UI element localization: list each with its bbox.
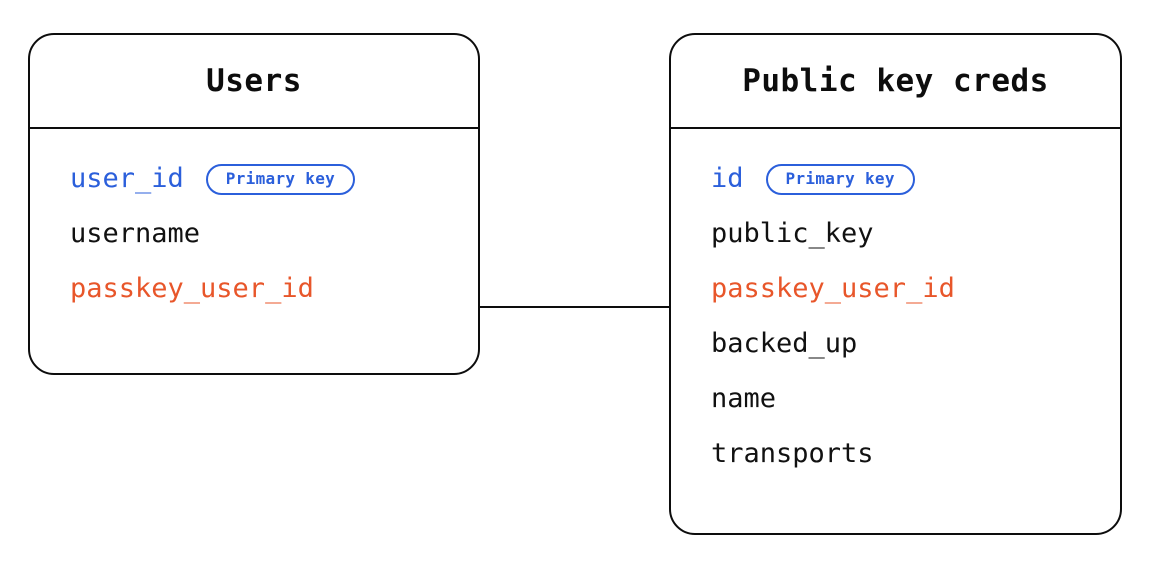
field-name-passkey-user-id: passkey_user_id: [70, 273, 314, 304]
field-row[interactable]: user_id Primary key: [30, 163, 478, 195]
field-row[interactable]: username: [30, 218, 478, 250]
field-row[interactable]: name: [671, 383, 1120, 415]
primary-key-badge: Primary key: [205, 163, 356, 195]
field-name-username: username: [70, 218, 201, 249]
field-name-transports: transports: [711, 438, 874, 469]
field-row[interactable]: transports: [671, 438, 1120, 470]
entity-header: Users: [30, 35, 478, 129]
primary-key-badge: Primary key: [765, 163, 915, 195]
entity-header: Public key creds: [671, 35, 1120, 129]
field-name-id: id: [711, 163, 744, 194]
field-row[interactable]: backed_up: [671, 328, 1120, 360]
field-name-backed-up: backed_up: [711, 328, 858, 359]
field-row[interactable]: passkey_user_id: [30, 273, 478, 305]
field-name-public-key: public_key: [711, 218, 874, 249]
entity-title: Users: [206, 62, 302, 99]
entity-title: Public key creds: [742, 62, 1049, 99]
field-row[interactable]: passkey_user_id: [671, 273, 1120, 305]
relationship-connector: [480, 306, 669, 308]
field-row[interactable]: id Primary key: [671, 163, 1120, 195]
field-name-user-id: user_id: [70, 163, 184, 194]
field-name-name: name: [711, 383, 777, 414]
field-row[interactable]: public_key: [671, 218, 1120, 250]
field-name-passkey-user-id: passkey_user_id: [711, 273, 955, 304]
